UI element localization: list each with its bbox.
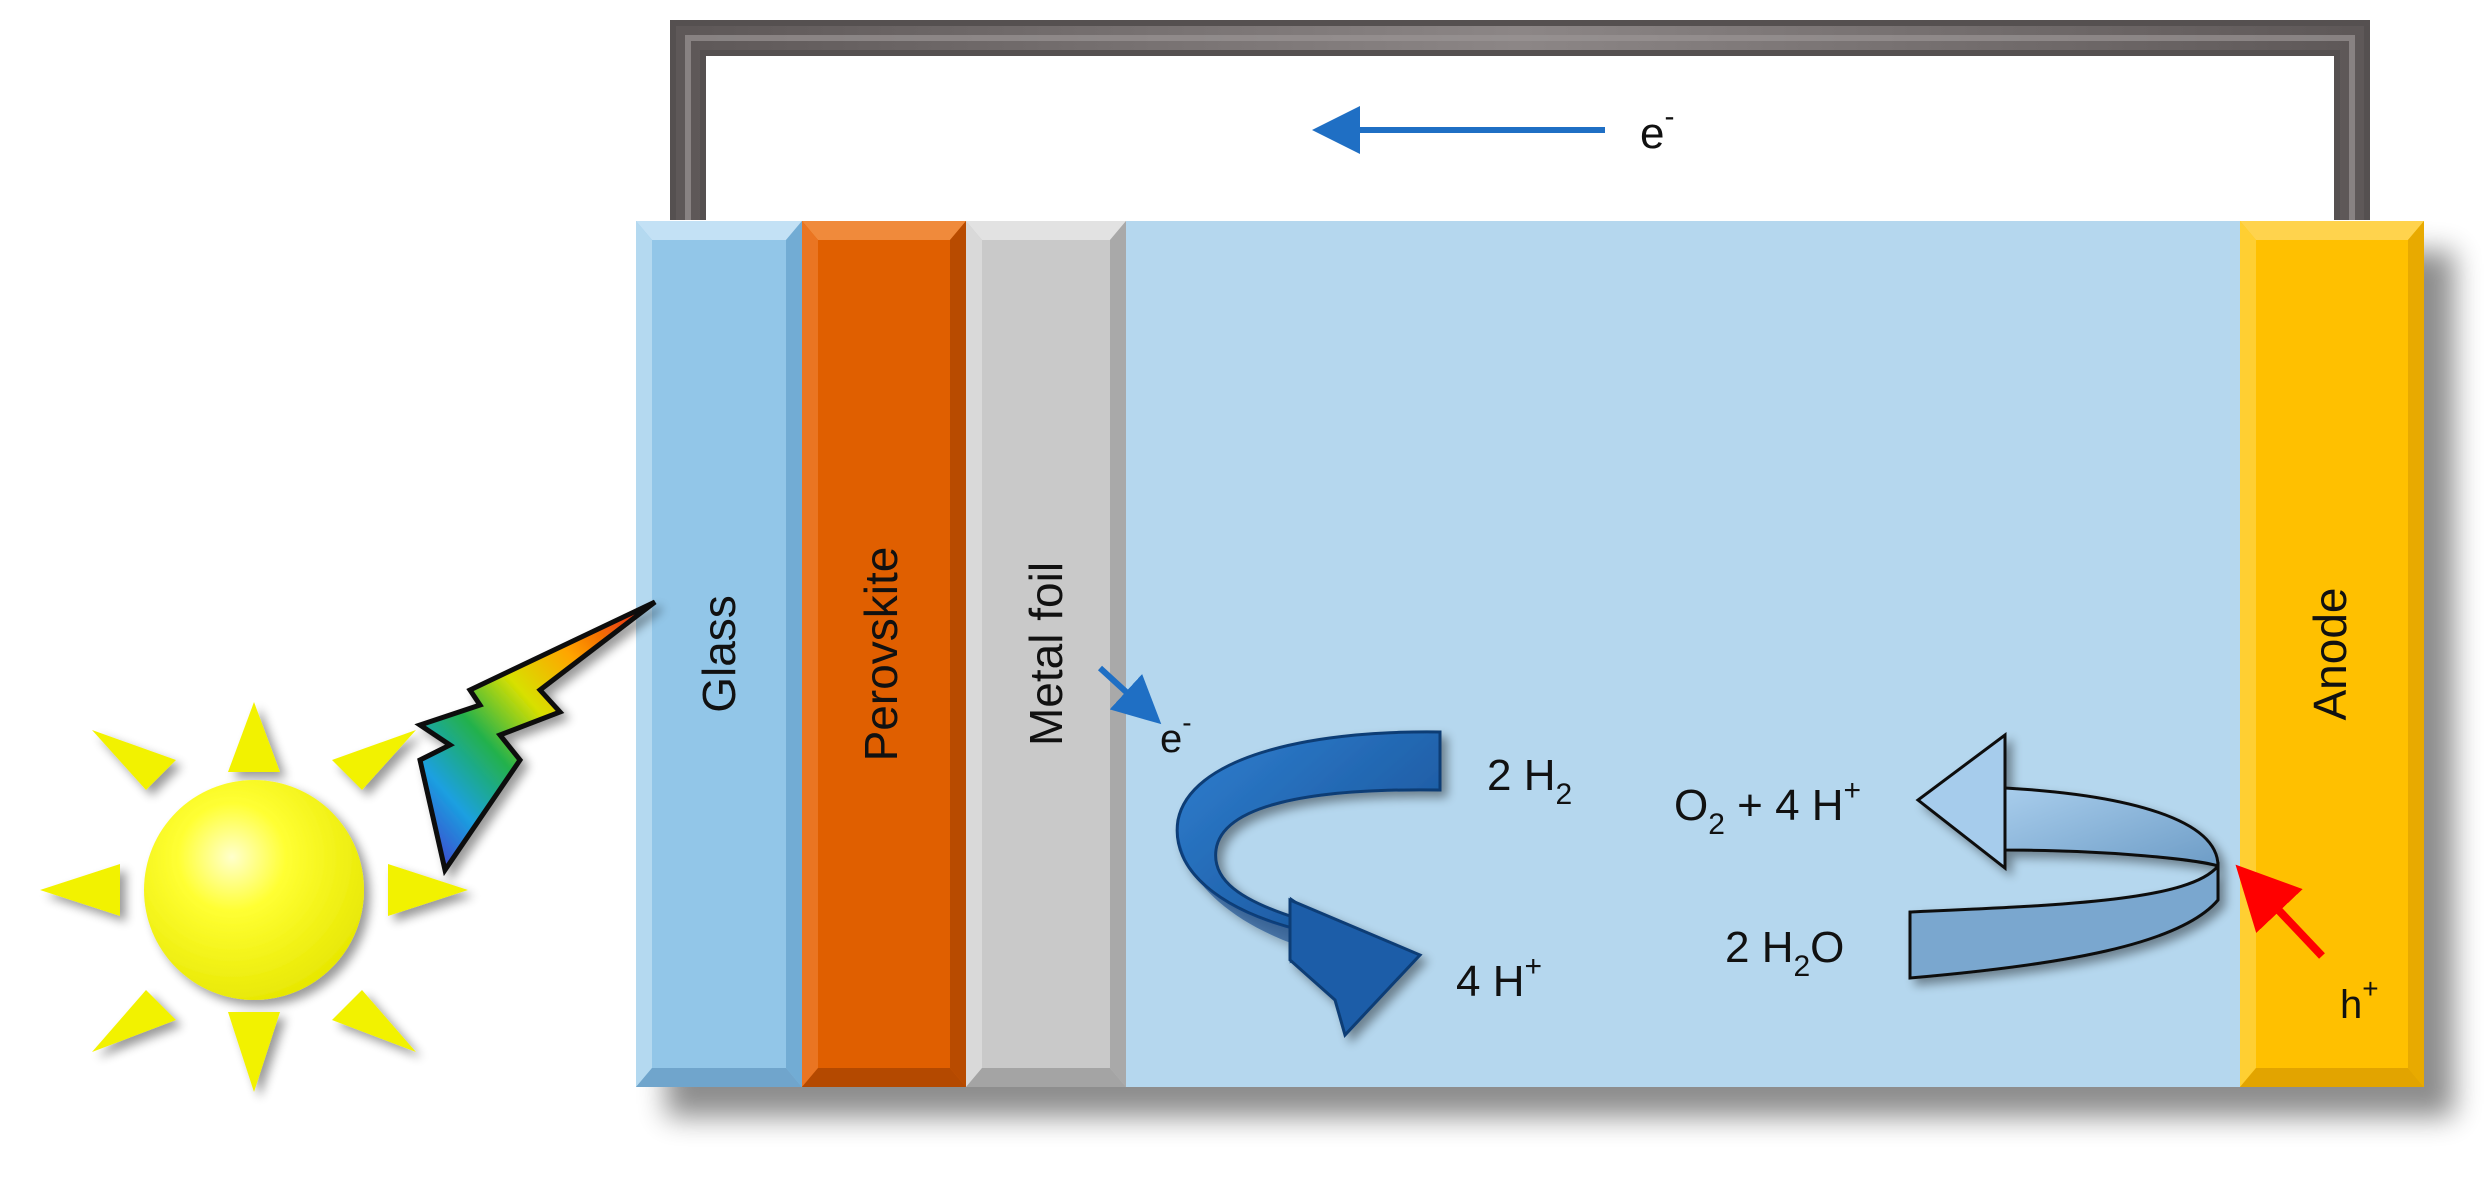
foil-electron-arrow	[1097, 665, 1162, 725]
perovskite-label: Perovskite	[855, 547, 907, 762]
metal-foil-label: Metal foil	[1020, 562, 1072, 746]
o2-label: O2 + 4 H+	[1674, 774, 1861, 841]
h2-label: 2 H2	[1487, 751, 1572, 811]
hole-arrow	[2235, 864, 2325, 959]
foil-electron-label: e-	[1160, 707, 1192, 761]
hydrogen-evolution-cycle-arrow	[1175, 730, 1442, 1038]
external-wire	[670, 20, 2370, 220]
wire-electron-label: e-	[1640, 100, 1674, 158]
lightning-bolt-icon	[414, 599, 657, 877]
glass-layer	[636, 221, 802, 1087]
h2o-label: 2 H2O	[1725, 923, 1844, 983]
metal-foil-layer	[966, 221, 1126, 1087]
perovskite-layer	[802, 221, 966, 1087]
sun-icon	[40, 702, 468, 1092]
glass-label: Glass	[693, 595, 745, 713]
cell-body	[636, 221, 2424, 1087]
anode-layer	[2240, 221, 2424, 1087]
hole-label: h+	[2340, 973, 2379, 1027]
anode-label: Anode	[2304, 587, 2356, 720]
h-plus-label: 4 H+	[1456, 950, 1542, 1006]
oxygen-evolution-cycle-arrow	[1908, 732, 2220, 980]
